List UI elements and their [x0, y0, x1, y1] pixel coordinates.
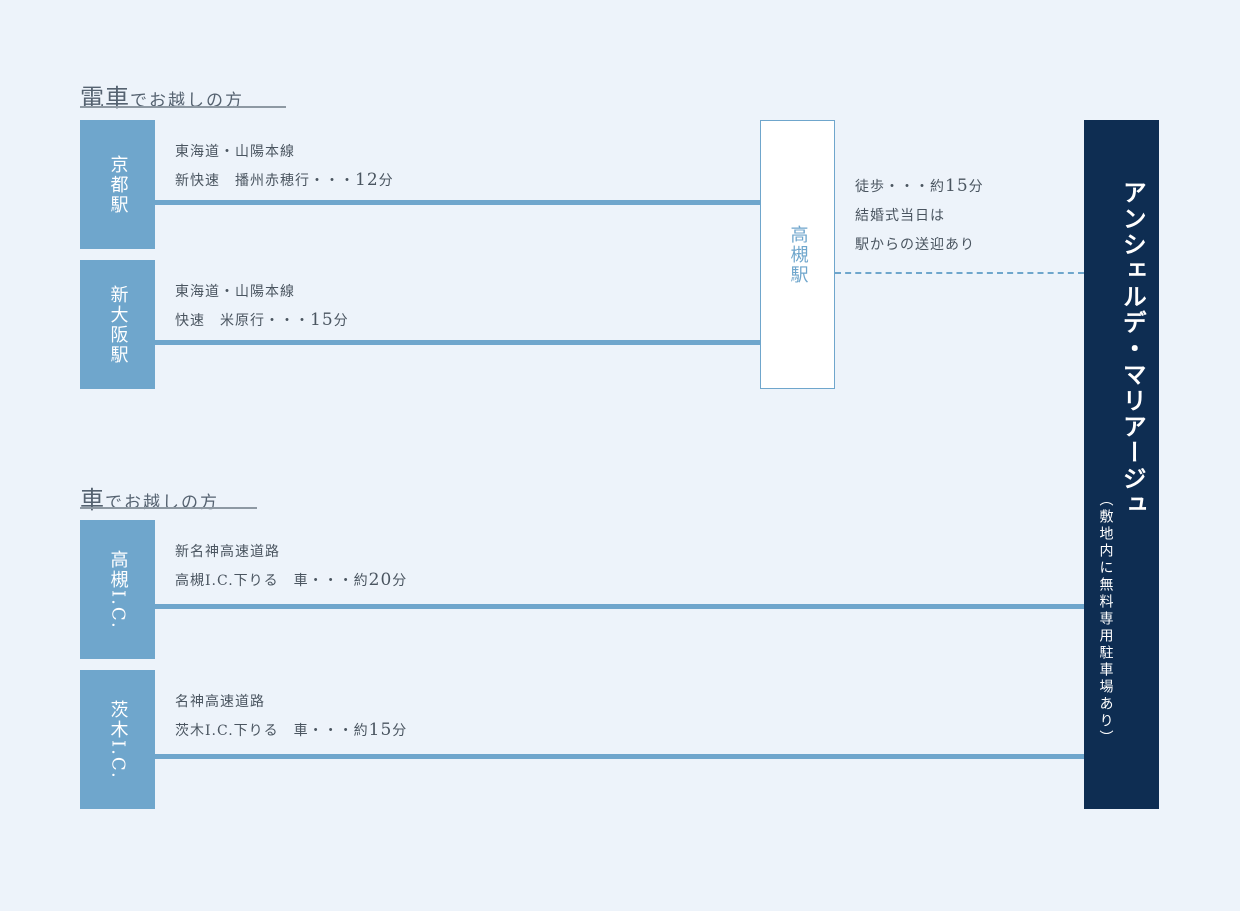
train-heading-sub: でお越しの方 [130, 91, 244, 111]
route-shin-osaka-unit: 分 [333, 313, 349, 329]
walk-info: 徒歩・・・約15分 結婚式当日は 駅からの送迎あり [855, 172, 984, 260]
route-takatsuki-ic-road: 新名神高速道路 [175, 544, 280, 560]
walk-prefix: 徒歩・・・約 [855, 179, 945, 195]
route-kyoto-detail-text: 新快速 播州赤穂行・・・ [175, 173, 355, 189]
station-shin-osaka: 新大阪駅 [80, 260, 155, 389]
route-shin-osaka-info: 東海道・山陽本線 快速 米原行・・・15分 [175, 278, 349, 335]
route-takatsuki-ic-detail: 高槻I.C.下りる 車・・・約20分 [175, 566, 407, 595]
route-shin-osaka-line-connector [155, 340, 760, 345]
car-heading-rule [80, 507, 257, 509]
route-shin-osaka-minutes: 15 [310, 310, 334, 330]
route-shin-osaka-line: 東海道・山陽本線 [175, 284, 295, 300]
station-shin-osaka-label: 新大阪駅 [107, 284, 129, 365]
walk-minutes: 15 [945, 176, 969, 196]
route-kyoto-line-connector [155, 200, 760, 205]
route-kyoto-line: 東海道・山陽本線 [175, 144, 295, 160]
route-takatsuki-ic-unit: 分 [392, 573, 408, 589]
station-kyoto: 京都駅 [80, 120, 155, 249]
walk-line1: 徒歩・・・約15分 [855, 172, 984, 202]
walk-unit: 分 [968, 179, 984, 195]
station-ibaraki-ic-label: 茨木I.C. [107, 699, 129, 780]
route-shin-osaka-detail-text: 快速 米原行・・・ [175, 313, 310, 329]
car-heading: 車でお越しの方 [80, 480, 219, 515]
station-takatsuki-ic: 高槻I.C. [80, 520, 155, 659]
car-heading-sub: でお越しの方 [105, 493, 219, 513]
route-ibaraki-ic-connector [155, 754, 1084, 759]
route-kyoto-detail: 新快速 播州赤穂行・・・12分 [175, 166, 394, 195]
walk-line3: 駅からの送迎あり [855, 237, 975, 253]
hub-takatsuki-label: 高槻駅 [787, 224, 809, 285]
station-takatsuki-ic-label: 高槻I.C. [107, 549, 129, 630]
station-ibaraki-ic: 茨木I.C. [80, 670, 155, 809]
route-ibaraki-ic-unit: 分 [392, 723, 408, 739]
route-takatsuki-ic-connector [155, 604, 1084, 609]
hub-takatsuki-station: 高槻駅 [760, 120, 835, 389]
venue-parking-note: （敷地内に無料専用駐車場あり） [1097, 492, 1114, 747]
route-kyoto-info: 東海道・山陽本線 新快速 播州赤穂行・・・12分 [175, 138, 394, 195]
route-ibaraki-ic-info: 名神高速道路 茨木I.C.下りる 車・・・約15分 [175, 688, 407, 745]
route-kyoto-unit: 分 [378, 173, 394, 189]
walk-dashed-connector [835, 272, 1084, 274]
route-ibaraki-ic-detail-text: 茨木I.C.下りる 車・・・約 [175, 723, 369, 739]
route-shin-osaka-detail: 快速 米原行・・・15分 [175, 306, 349, 335]
car-heading-main: 車 [80, 486, 105, 514]
route-ibaraki-ic-detail: 茨木I.C.下りる 車・・・約15分 [175, 716, 407, 745]
venue-name: アンシェルデ・マリアージュ [1118, 180, 1148, 518]
route-ibaraki-ic-minutes: 15 [368, 720, 393, 740]
walk-line2: 結婚式当日は [855, 208, 945, 224]
venue-box: アンシェルデ・マリアージュ （敷地内に無料専用駐車場あり） [1084, 120, 1159, 809]
route-takatsuki-ic-detail-text: 高槻I.C.下りる 車・・・約 [175, 573, 369, 589]
station-kyoto-label: 京都駅 [107, 154, 129, 215]
route-takatsuki-ic-minutes: 20 [368, 570, 393, 590]
route-takatsuki-ic-info: 新名神高速道路 高槻I.C.下りる 車・・・約20分 [175, 538, 407, 595]
route-kyoto-minutes: 12 [355, 170, 379, 190]
train-heading-rule [80, 106, 286, 108]
route-ibaraki-ic-road: 名神高速道路 [175, 694, 265, 710]
